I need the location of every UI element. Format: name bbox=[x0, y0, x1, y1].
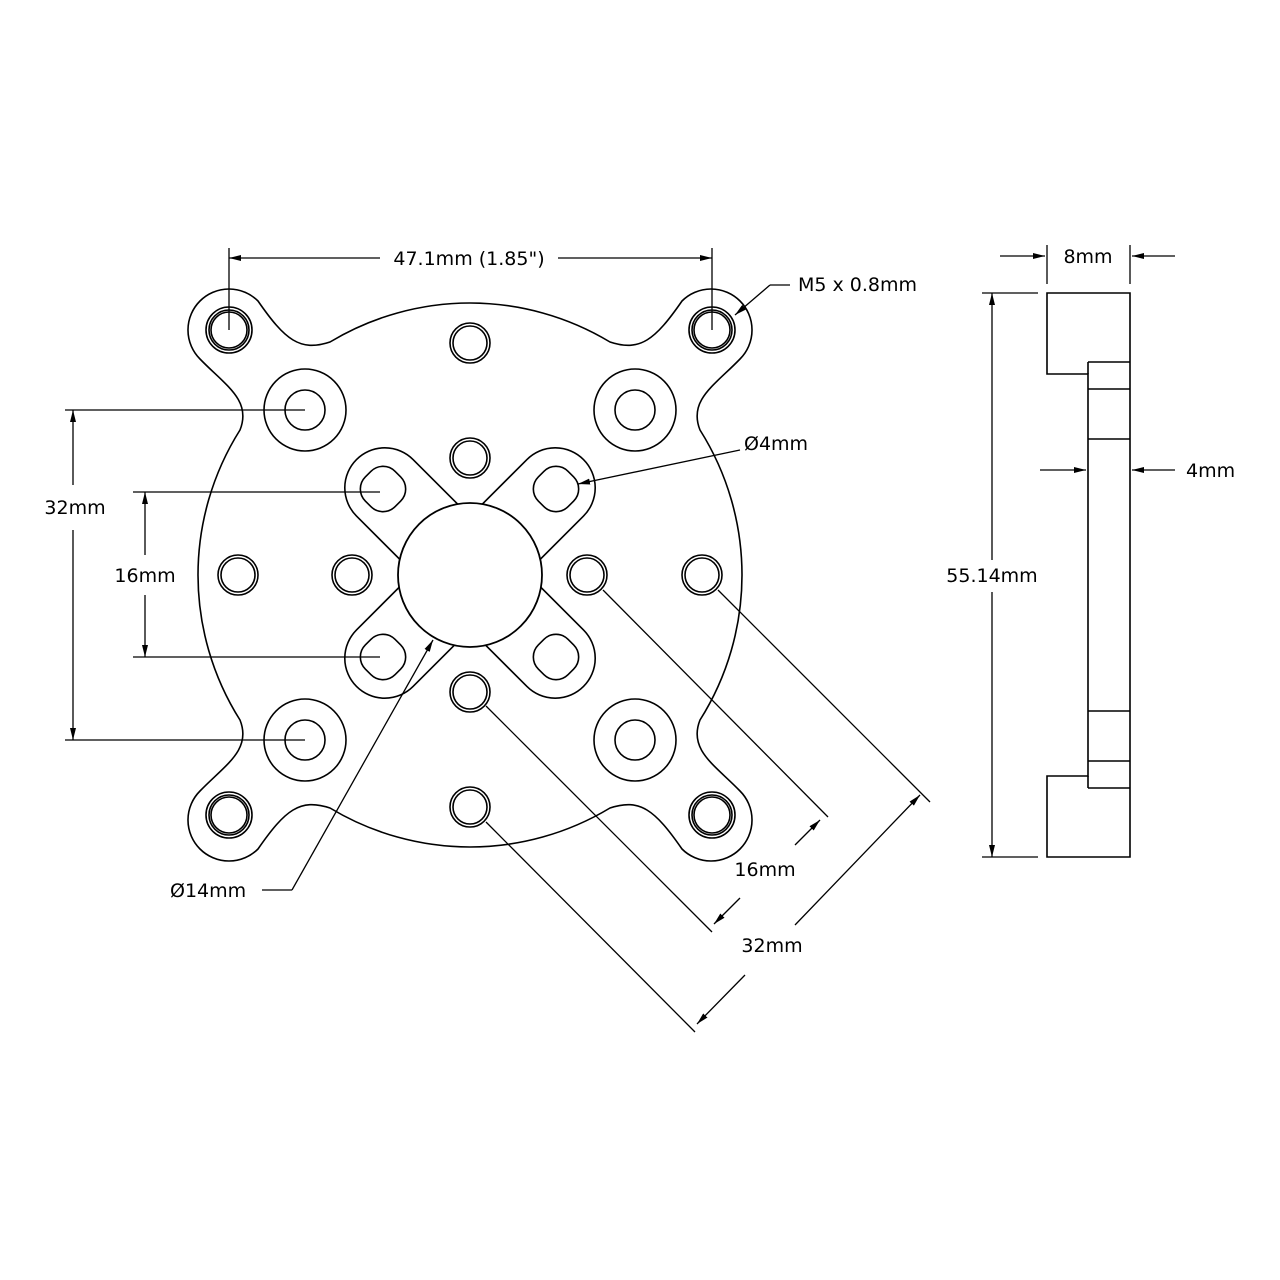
dim-height-label: 55.14mm bbox=[946, 565, 1037, 587]
dim-outer-vertical-label: 32mm bbox=[44, 497, 105, 519]
dim-outer-vertical bbox=[65, 409, 305, 741]
dim-plate-thickness-label: 4mm bbox=[1186, 460, 1235, 482]
side-profile bbox=[1046, 292, 1131, 858]
dim-center-bore-label: Ø14mm bbox=[170, 880, 246, 902]
dim-outer-diagonal-label: 32mm bbox=[741, 935, 802, 957]
dim-height bbox=[982, 292, 1038, 858]
dim-slot-hole-label: Ø4mm bbox=[744, 433, 808, 455]
dim-thread-leader bbox=[734, 284, 790, 316]
dim-bolt-span-label: 47.1mm (1.85") bbox=[393, 248, 544, 270]
dim-inner-diagonal bbox=[485, 589, 829, 933]
dim-outer-diagonal bbox=[485, 589, 931, 1033]
side-view: 8mm 4mm 55.14mm bbox=[946, 245, 1235, 858]
pattern-holes bbox=[217, 322, 723, 828]
dim-total-thickness-label: 8mm bbox=[1063, 246, 1112, 268]
side-detail-lines bbox=[1087, 361, 1130, 789]
slot-holes bbox=[359, 465, 580, 681]
dim-slot-hole-leader bbox=[577, 449, 741, 485]
dim-bolt-span bbox=[228, 248, 713, 330]
dim-total-thickness bbox=[1000, 245, 1175, 284]
front-view: 47.1mm (1.85") M5 x 0.8mm 32mm 16mm Ø4mm bbox=[44, 248, 931, 1033]
dim-inner-diagonal-label: 16mm bbox=[734, 859, 795, 881]
dim-center-bore-leader bbox=[262, 639, 434, 891]
dim-thread-label: M5 x 0.8mm bbox=[798, 274, 917, 296]
dim-inner-vertical bbox=[133, 491, 380, 658]
center-bore bbox=[397, 502, 543, 648]
dim-inner-vertical-label: 16mm bbox=[114, 565, 175, 587]
